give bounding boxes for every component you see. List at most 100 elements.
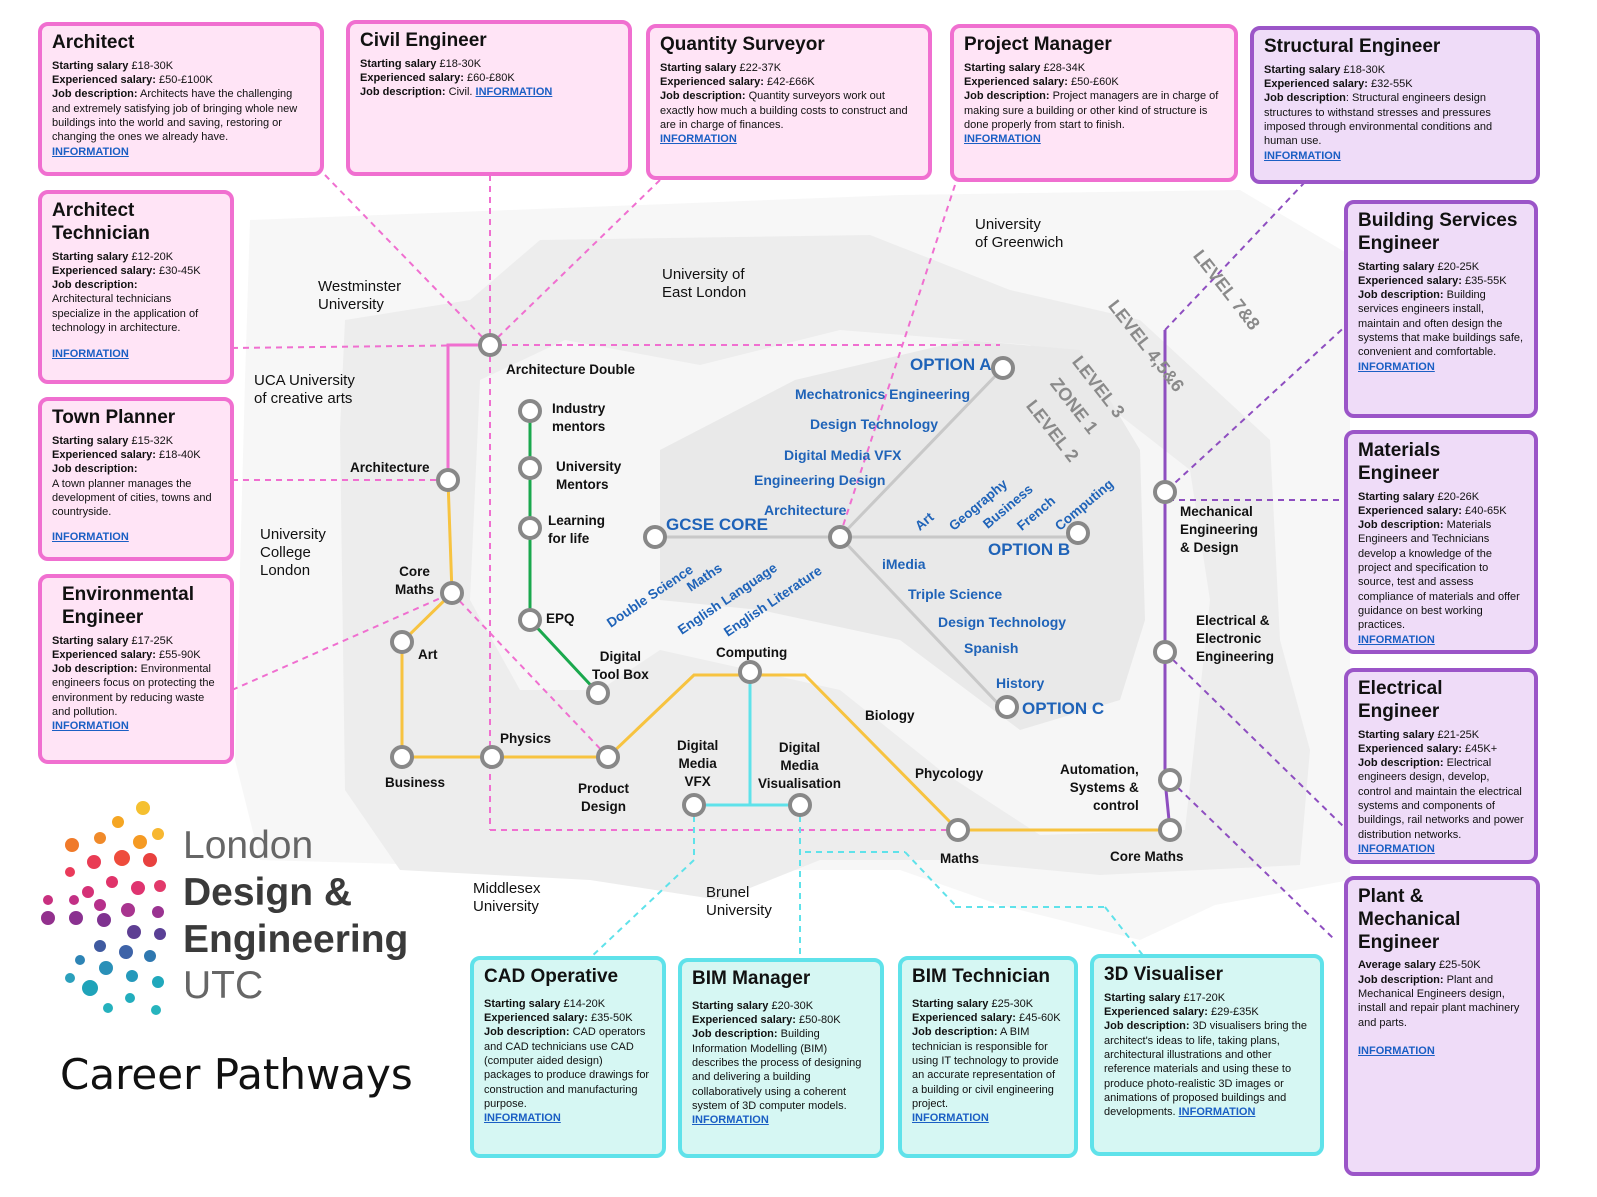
card-materials-engineer: Materials Engineer Starting salary £20-2… <box>1344 430 1538 654</box>
logo-dot <box>131 881 145 895</box>
station-physics: Physics <box>500 731 552 746</box>
logo-dot <box>136 801 150 815</box>
station-business: Business <box>385 775 446 790</box>
logo-dot <box>65 867 75 877</box>
station-industry-mentors: Industry mentors <box>552 401 606 435</box>
card-quantity-surveyor: Quantity Surveyor Starting salary £22-37… <box>646 24 932 180</box>
logo-dot <box>119 945 133 959</box>
station-automation: Automation, Systems & control <box>1060 762 1139 814</box>
logo-dot <box>97 913 111 927</box>
option-c-item: Triple Science <box>908 586 1003 602</box>
logo-dot <box>69 911 83 925</box>
station-digital-tool-box: Digital Tool Box <box>592 649 649 683</box>
logo-dot <box>82 980 98 996</box>
station-computing: Computing <box>716 645 788 660</box>
logo-dot <box>82 886 94 898</box>
logo-dot <box>121 903 135 917</box>
information-link[interactable]: INFORMATION <box>1358 1044 1435 1057</box>
information-link[interactable]: INFORMATION <box>475 86 553 99</box>
card-3d-visualiser: 3D Visualiser Starting salary £17-20K Ex… <box>1090 954 1324 1156</box>
station-epq: EPQ <box>546 611 575 626</box>
information-link[interactable]: INFORMATION <box>1178 1106 1256 1119</box>
logo-dot <box>87 855 101 869</box>
station-core-maths-right: Core Maths <box>1110 849 1184 864</box>
station-marker <box>586 681 610 705</box>
logo-dot <box>75 955 85 965</box>
logo-dot <box>152 828 164 840</box>
option-c-item: Spanish <box>964 640 1019 656</box>
information-link[interactable]: INFORMATION <box>52 530 129 543</box>
logo-dot <box>94 940 106 952</box>
station-core-maths: Core Maths <box>395 564 435 598</box>
option-c-item: iMedia <box>882 556 926 572</box>
logo-dot <box>133 835 147 849</box>
station-marker <box>518 608 542 632</box>
card-project-manager: Project Manager Starting salary £28-34K … <box>950 24 1238 182</box>
logo-dot <box>43 895 53 905</box>
station-marker <box>1158 768 1182 792</box>
station-art: Art <box>418 647 438 662</box>
page-title: Career Pathways <box>60 1050 413 1099</box>
logo-dot <box>94 899 106 911</box>
logo-dot <box>154 928 166 940</box>
station-marker <box>1153 480 1177 504</box>
utc-logo-dots <box>41 801 166 1015</box>
logo-dot <box>69 895 79 905</box>
logo-dot <box>152 976 164 988</box>
information-link[interactable]: INFORMATION <box>52 145 129 158</box>
information-link[interactable]: INFORMATION <box>1358 360 1435 373</box>
station-marker <box>991 356 1015 380</box>
zone-level-2 <box>660 340 1145 730</box>
station-marker <box>478 333 502 357</box>
information-link[interactable]: INFORMATION <box>1358 842 1435 855</box>
information-link[interactable]: INFORMATION <box>1264 149 1341 162</box>
information-link[interactable]: INFORMATION <box>1358 633 1435 646</box>
logo-dot <box>151 1005 161 1015</box>
logo-dot <box>99 961 113 975</box>
pink-line <box>446 343 490 480</box>
station-biology: Biology <box>865 708 915 723</box>
station-marker <box>518 456 542 480</box>
station-marker <box>788 793 812 817</box>
option-a-item: Digital Media VFX <box>784 447 902 463</box>
card-architect: Architect Starting salary £18-30K Experi… <box>38 22 324 176</box>
station-marker <box>738 660 762 684</box>
information-link[interactable]: INFORMATION <box>964 133 1041 146</box>
station-architecture: Architecture <box>350 460 430 475</box>
station-marker <box>436 468 460 492</box>
information-link[interactable]: INFORMATION <box>912 1112 989 1125</box>
uni-ucl: University College London <box>260 526 326 579</box>
option-a-item: Design Technology <box>810 416 939 432</box>
station-marker <box>440 581 464 605</box>
option-c-item: Design Technology <box>938 614 1067 630</box>
station-architecture-double: Architecture Double <box>506 362 636 377</box>
station-marker <box>596 745 620 769</box>
station-university-mentors: University Mentors <box>556 459 622 493</box>
utc-logo-text: London Design & Engineering UTC <box>183 824 409 1008</box>
uni-east-london: University of East London <box>662 266 747 301</box>
card-town-planner: Town Planner Starting salary £15-32K Exp… <box>38 397 234 561</box>
station-mechanical: Mechanical Engineering & Design <box>1180 504 1259 556</box>
information-link[interactable]: INFORMATION <box>692 1114 769 1127</box>
information-link[interactable]: INFORMATION <box>660 133 737 146</box>
station-electrical: Electrical & Electronic Engineering <box>1196 613 1275 665</box>
card-civil-engineer: Civil Engineer Starting salary £18-30K E… <box>346 20 632 176</box>
logo-dot <box>125 993 135 1003</box>
information-link[interactable]: INFORMATION <box>52 720 129 733</box>
logo-dot <box>41 911 55 925</box>
information-link[interactable]: INFORMATION <box>484 1112 561 1125</box>
station-digital-media-visualisation: Digital Media Visualisation <box>758 740 842 792</box>
logo-dot <box>152 906 164 918</box>
logo-dot <box>127 925 141 939</box>
information-link[interactable]: INFORMATION <box>52 348 129 361</box>
station-product-design: Product Design <box>578 781 630 815</box>
station-marker <box>1153 640 1177 664</box>
card-cad-operative: CAD Operative Starting salary £14-20K Ex… <box>470 956 666 1158</box>
option-a-item: Mechatronics Engineering <box>795 386 971 402</box>
station-marker <box>1158 818 1182 842</box>
option-a-label: OPTION A <box>910 355 992 374</box>
station-marker <box>480 745 504 769</box>
